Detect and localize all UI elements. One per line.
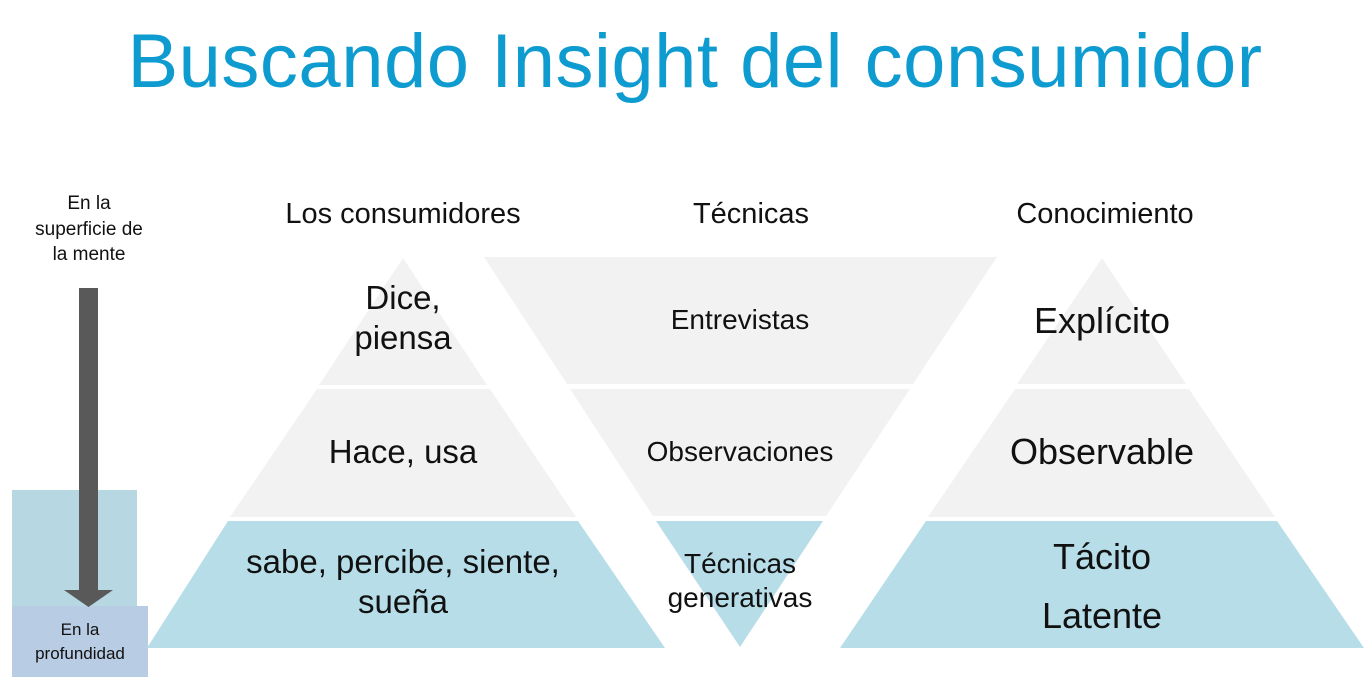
page-title: Buscando Insight del consumidor [127, 19, 1263, 104]
techniques-layer-2: Observaciones [646, 436, 834, 467]
techniques-inverted-pyramid [484, 257, 997, 647]
header-techniques: Técnicas [692, 198, 810, 230]
knowledge-layer-3: Tácito Latente [1041, 536, 1163, 637]
knowledge-layer-1: Explícito [1033, 300, 1171, 341]
consumers-layer-1: Dice, piensa [354, 279, 452, 356]
consumers-pyramid [147, 258, 665, 648]
depth-label-box [12, 606, 148, 677]
header-knowledge: Conocimiento [1016, 198, 1194, 230]
knowledge-layer-2: Observable [1009, 431, 1195, 472]
depth-band [12, 490, 137, 620]
consumers-layer-2: Hace, usa [328, 433, 478, 470]
techniques-layer-3: Técnicas generativas [667, 548, 813, 613]
consumers-layer-3: sabe, percibe, siente, sueña [246, 543, 560, 620]
knowledge-pyramid [840, 258, 1364, 648]
down-arrow-icon [64, 288, 113, 607]
depth-label: En la profundidad [35, 620, 125, 663]
header-consumers: Los consumidores [285, 198, 521, 230]
techniques-layer-1: Entrevistas [670, 304, 810, 335]
surface-label: En la superficie de la mente [35, 193, 143, 266]
